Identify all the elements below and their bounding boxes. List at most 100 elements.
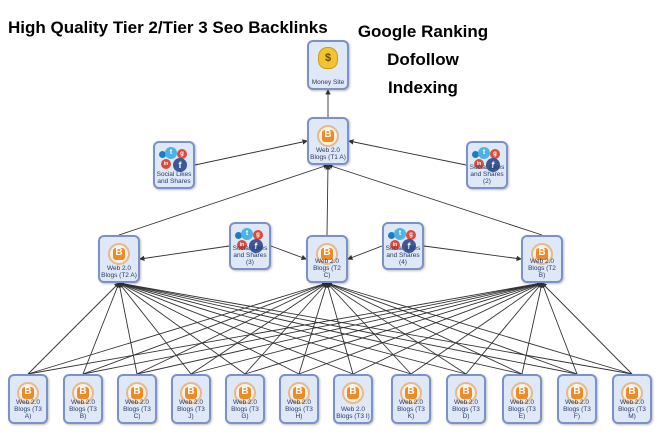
blogger-icon bbox=[566, 382, 588, 404]
edge-t2b-to-t1a bbox=[327, 163, 543, 236]
blogger-icon bbox=[316, 243, 338, 265]
edge-t3g-to-t2b bbox=[244, 281, 543, 375]
edge-t3i-to-t2c bbox=[325, 282, 354, 375]
page-title: High Quality Tier 2/Tier 3 Seo Backlinks bbox=[8, 18, 328, 37]
blogger-icon bbox=[72, 382, 94, 404]
edge-t3k-to-t2b bbox=[410, 282, 543, 375]
edge-t3b-to-t2c bbox=[82, 282, 328, 375]
edge-t3e-to-t2a bbox=[118, 281, 523, 375]
edge-t3m-to-t2b bbox=[541, 282, 633, 375]
edge-t3b-to-t2b bbox=[82, 281, 543, 375]
node-label: Web 2.0 Blogs (T3 G) bbox=[231, 399, 259, 420]
edge-s3-to-t2a bbox=[139, 245, 230, 262]
edge-t3g-to-t2a bbox=[118, 282, 246, 375]
edge-t3i-to-t2a bbox=[118, 282, 354, 375]
node-t1a[interactable]: Web 2.0 Blogs (T1 A) bbox=[307, 117, 349, 165]
node-t2c[interactable]: Web 2.0 Blogs (T2 C) bbox=[306, 235, 348, 283]
edge-t3f-to-t2a bbox=[118, 281, 578, 375]
edge-t3c-to-t2b bbox=[136, 281, 543, 375]
blogger-icon bbox=[621, 382, 643, 404]
blogger-icon bbox=[455, 382, 477, 404]
node-label: Social Likes and Shares (4) bbox=[385, 245, 421, 266]
edge-t3i-to-t2b bbox=[352, 282, 543, 375]
node-t3i[interactable]: Web 2.0 Blogs (T3 I) bbox=[333, 374, 373, 424]
node-t3b[interactable]: Web 2.0 Blogs (T3 B) bbox=[63, 374, 103, 424]
edge-t3f-to-t2b bbox=[541, 282, 578, 375]
blogger-icon bbox=[400, 382, 422, 404]
edge-t3k-to-t2c bbox=[326, 282, 412, 375]
tag-indexing: Indexing bbox=[388, 78, 458, 97]
node-label: Web 2.0 Blogs (T3 M) bbox=[618, 399, 646, 420]
node-label: Web 2.0 Blogs (T3 I) bbox=[336, 406, 370, 420]
node-label: Web 2.0 Blogs (T3 C) bbox=[123, 399, 151, 420]
edge-t3j-to-t2c bbox=[190, 282, 328, 375]
node-t2b[interactable]: Web 2.0 Blogs (T2 B) bbox=[521, 235, 563, 283]
node-label: Web 2.0 Blogs (T3 B) bbox=[69, 399, 97, 420]
edge-t3m-to-t2a bbox=[118, 281, 633, 375]
edge-t3a-to-t2b bbox=[27, 281, 543, 375]
node-label: Web 2.0 Blogs (T2 A) bbox=[101, 265, 137, 279]
edge-t3e-to-t2b bbox=[521, 282, 544, 375]
blogger-icon bbox=[531, 243, 553, 265]
node-label: Web 2.0 Blogs (T1 A) bbox=[310, 147, 346, 161]
tag-google-ranking: Google Ranking bbox=[357, 22, 489, 41]
blogger-icon bbox=[317, 125, 339, 147]
edge-s2-to-t1a bbox=[348, 139, 467, 166]
edge-s1-to-t1a bbox=[194, 139, 308, 166]
node-label: Web 2.0 Blogs (T3 D) bbox=[452, 399, 480, 420]
node-t3m[interactable]: Web 2.0 Blogs (T3 M) bbox=[612, 374, 652, 424]
node-t3j[interactable]: Web 2.0 Blogs (T3 J) bbox=[171, 374, 211, 424]
edge-t3a-to-t2c bbox=[27, 281, 328, 375]
node-t3a[interactable]: Web 2.0 Blogs (T3 A) bbox=[8, 374, 48, 424]
node-t3g[interactable]: Web 2.0 Blogs (T3 G) bbox=[225, 374, 265, 424]
edge-t3e-to-t2c bbox=[326, 282, 523, 375]
node-label: Web 2.0 Blogs (T2 B) bbox=[528, 258, 556, 279]
tag-dofollow: Dofollow bbox=[387, 50, 459, 69]
edge-t3k-to-t2a bbox=[118, 281, 412, 375]
node-label: Web 2.0 Blogs (T3 F) bbox=[563, 399, 591, 420]
node-t2a[interactable]: Web 2.0 Blogs (T2 A) bbox=[98, 235, 140, 283]
node-label: Web 2.0 Blogs (T3 A) bbox=[14, 399, 42, 420]
edge-t3d-to-t2b bbox=[465, 282, 543, 375]
node-label: Social Likes and Shares (2) bbox=[469, 164, 505, 185]
node-t3k[interactable]: Web 2.0 Blogs (T3 K) bbox=[391, 374, 431, 424]
edge-t3b-to-t2a bbox=[82, 282, 120, 375]
blogger-icon bbox=[180, 382, 202, 404]
node-label: Social Likes and Shares bbox=[156, 171, 192, 185]
node-label: Web 2.0 Blogs (T2 C) bbox=[313, 258, 341, 279]
node-t3c[interactable]: Web 2.0 Blogs (T3 C) bbox=[117, 374, 157, 424]
edge-t3h-to-t2b bbox=[298, 282, 543, 375]
edge-t3c-to-t2a bbox=[117, 282, 138, 375]
blogger-icon bbox=[288, 382, 310, 404]
edge-t2c-to-t1a bbox=[325, 164, 331, 236]
blogger-icon bbox=[17, 382, 39, 404]
edge-t3h-to-t2a bbox=[118, 282, 300, 375]
edge-s4-to-t2c bbox=[347, 245, 383, 260]
blogger-icon bbox=[108, 243, 130, 265]
edge-t3g-to-t2c bbox=[244, 282, 328, 375]
node-label: Web 2.0 Blogs (T3 J) bbox=[177, 399, 205, 420]
edge-s4-to-t2b bbox=[423, 245, 522, 262]
money-bag-icon: $ bbox=[318, 47, 338, 69]
node-t3d[interactable]: Web 2.0 Blogs (T3 D) bbox=[446, 374, 486, 424]
blogger-icon bbox=[511, 382, 533, 404]
edge-t3c-to-t2c bbox=[136, 282, 328, 375]
node-money[interactable]: $Money Site bbox=[307, 40, 349, 90]
edge-t2a-to-t1a bbox=[118, 163, 329, 236]
node-t3f[interactable]: Web 2.0 Blogs (T3 F) bbox=[557, 374, 597, 424]
edge-t3f-to-t2c bbox=[326, 282, 578, 375]
node-t3h[interactable]: Web 2.0 Blogs (T3 H) bbox=[279, 374, 319, 424]
node-t3e[interactable]: Web 2.0 Blogs (T3 E) bbox=[502, 374, 542, 424]
node-label: Social Likes and Shares (3) bbox=[232, 245, 268, 266]
edge-t3d-to-t2a bbox=[118, 281, 467, 375]
edge-t3h-to-t2c bbox=[298, 282, 329, 375]
node-label: Web 2.0 Blogs (T3 E) bbox=[508, 399, 536, 420]
edge-t3j-to-t2b bbox=[190, 281, 543, 375]
